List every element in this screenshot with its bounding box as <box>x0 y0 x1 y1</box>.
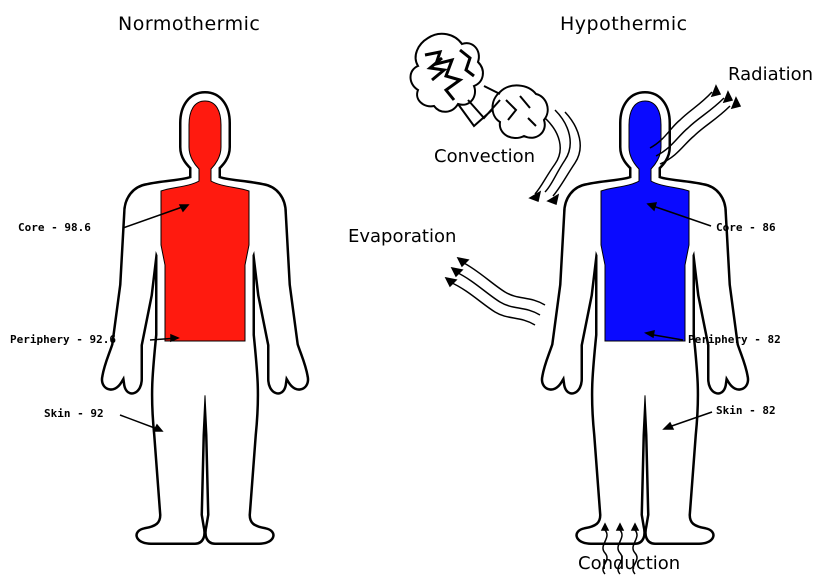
left-periphery-label: Periphery - 92.6 <box>10 333 116 346</box>
fan-icon <box>411 34 548 138</box>
right-title: Hypothermic <box>560 13 688 35</box>
right-core-region <box>601 101 689 341</box>
radiation-label: Radiation <box>728 64 813 85</box>
right-body <box>545 95 746 541</box>
left-body <box>105 95 306 541</box>
right-skin-label: Skin - 82 <box>716 404 776 417</box>
right-core-label: Core - 86 <box>716 221 776 234</box>
evaporation-label: Evaporation <box>348 226 456 247</box>
convection-label: Convection <box>434 146 535 167</box>
left-title: Normothermic <box>118 13 260 35</box>
left-core-region <box>161 101 249 341</box>
evaporation-lines <box>446 258 545 325</box>
left-core-label: Core - 98.6 <box>18 221 91 234</box>
conduction-label: Conduction <box>578 553 680 574</box>
right-periphery-label: Periphery - 82 <box>688 333 781 346</box>
left-skin-label: Skin - 92 <box>44 407 104 420</box>
